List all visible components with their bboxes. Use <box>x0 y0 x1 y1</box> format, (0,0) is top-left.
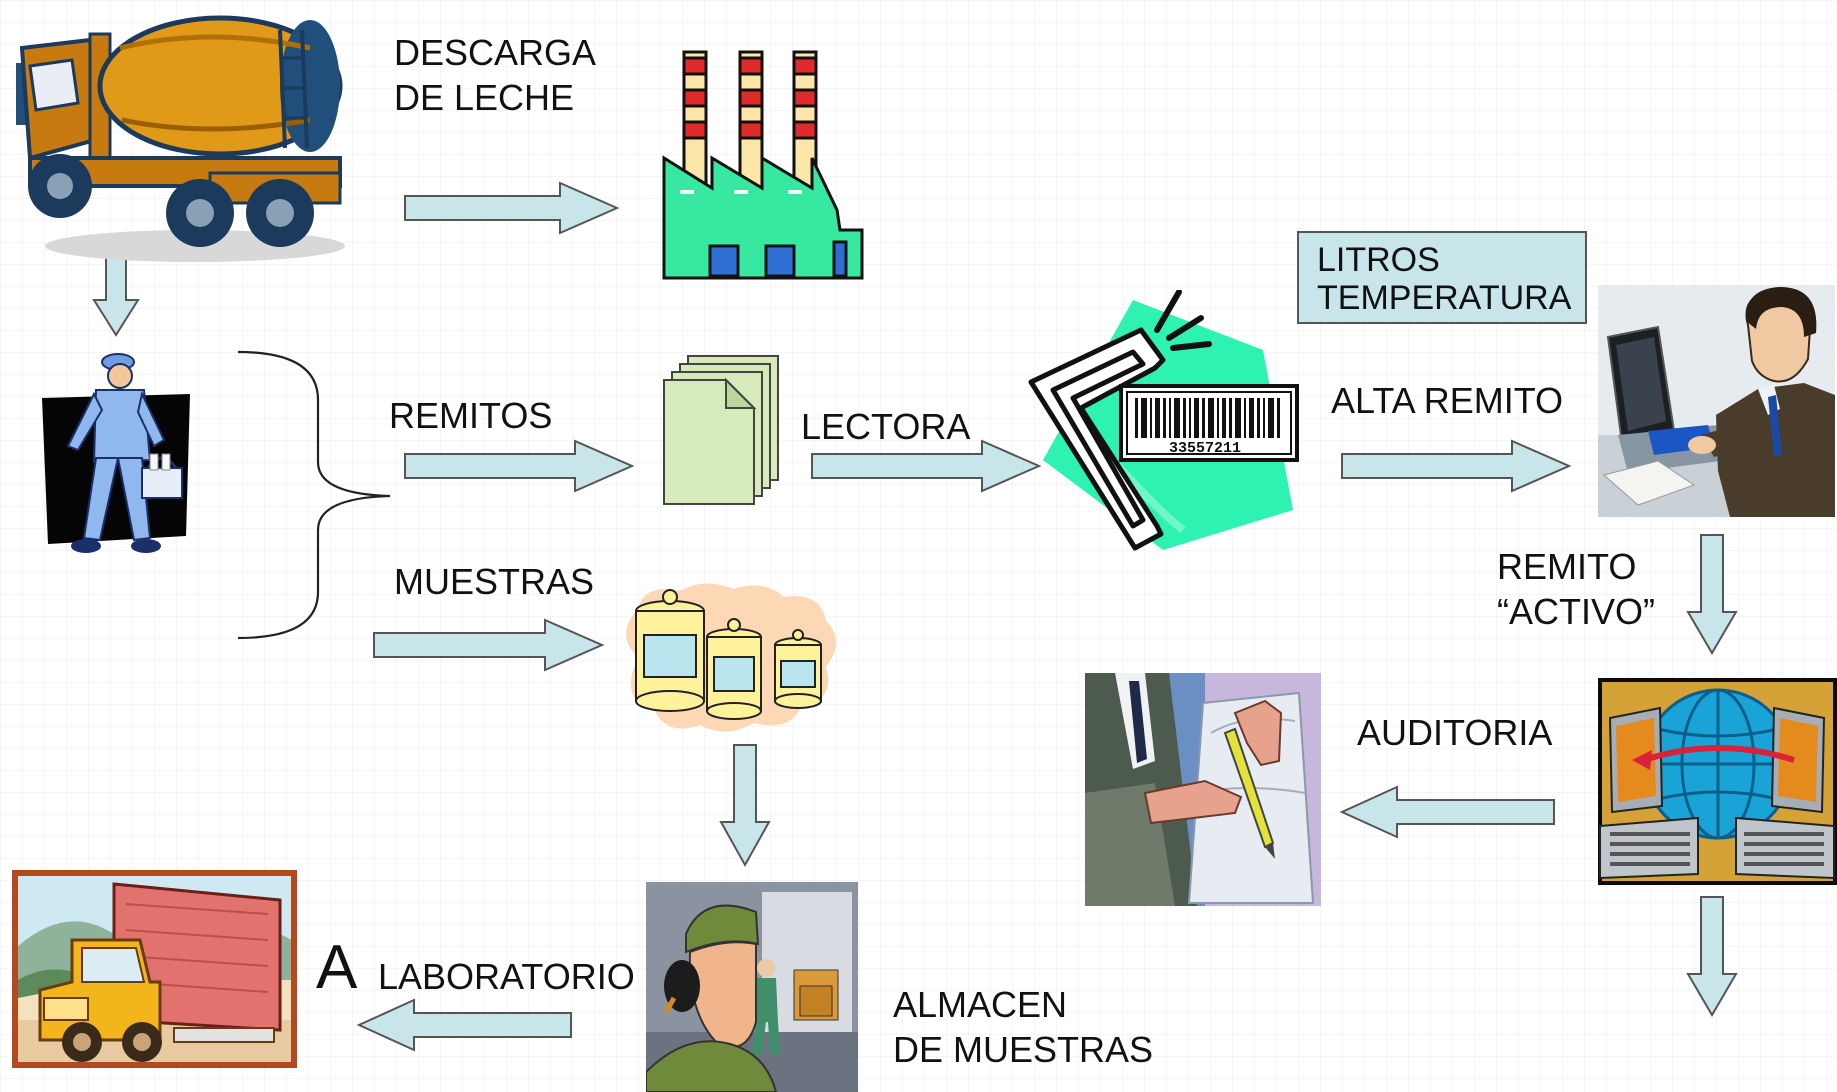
label-remitos: REMITOS <box>389 395 553 436</box>
sample-jars-icon <box>626 583 836 732</box>
office-worker-computer-icon <box>1598 285 1835 517</box>
arrow-worker-to-network <box>1686 534 1738 655</box>
curly-brace <box>237 350 391 640</box>
tanker-truck-icon <box>16 15 345 262</box>
audit-handshake-icon <box>1085 673 1321 906</box>
label-descarga-line1: DESCARGA <box>394 32 597 73</box>
label-a-letter: A <box>316 933 358 1002</box>
label-muestras: MUESTRAS <box>394 561 595 602</box>
label-auditoria: AUDITORIA <box>1357 712 1553 753</box>
arrow-auditoria <box>1339 785 1555 839</box>
milkman-icon <box>42 353 190 553</box>
label-remito-line2: “ACTIVO” <box>1497 591 1655 632</box>
label-laboratorio: LABORATORIO <box>378 956 635 997</box>
label-descarga-line2: DE LECHE <box>394 77 575 118</box>
info-box-line1: LITROS <box>1317 241 1440 279</box>
label-almacen-line2: DE MUESTRAS <box>893 1029 1154 1070</box>
documents-icon <box>663 355 779 505</box>
info-box: LITROS TEMPERATURA <box>1297 231 1587 324</box>
label-alta-remito: ALTA REMITO <box>1331 380 1564 421</box>
barcode-scanner-icon: 33557211 <box>1028 290 1299 551</box>
arrow-jars-to-warehouse <box>719 744 771 868</box>
arrow-muestras <box>373 618 605 672</box>
label-lectora: LECTORA <box>801 406 971 447</box>
factory-icon <box>662 50 864 280</box>
arrow-network-down <box>1686 896 1738 1017</box>
arrow-lectora <box>811 439 1042 493</box>
network-computers-icon <box>1598 678 1837 885</box>
arrow-truck-to-factory <box>404 181 620 235</box>
delivery-truck-icon <box>12 870 297 1068</box>
warehouse-worker-icon <box>646 882 858 1092</box>
arrow-alta-remito <box>1341 439 1572 493</box>
label-almacen-line1: ALMACEN <box>893 984 1068 1025</box>
info-box-line2: TEMPERATURA <box>1317 279 1572 317</box>
barcode-number: 33557211 <box>1169 440 1241 457</box>
arrow-remitos <box>404 439 635 493</box>
label-remito-line1: REMITO <box>1497 546 1637 587</box>
arrow-laboratorio <box>356 998 572 1052</box>
